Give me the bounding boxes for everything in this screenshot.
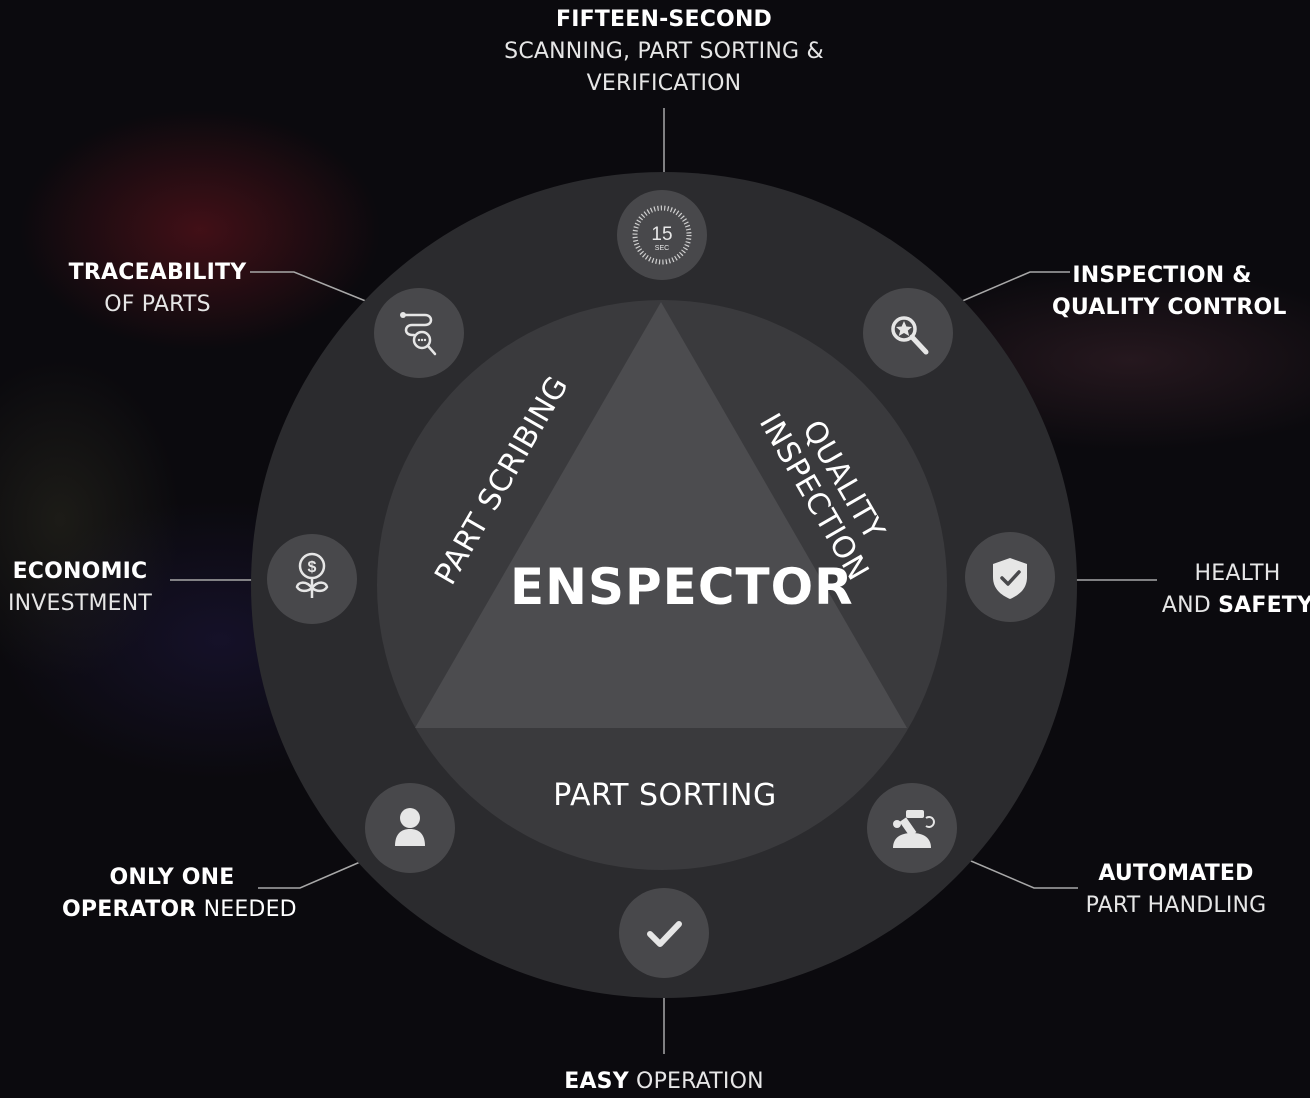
label-operator: ONLY ONE OPERATOR NEEDED xyxy=(62,862,297,926)
fifteen-line3: VERIFICATION xyxy=(586,71,742,96)
label-inspection: INSPECTION & QUALITY CONTROL xyxy=(1052,260,1287,324)
operator-line2-rest: NEEDED xyxy=(196,897,297,922)
operator-line2: OPERATOR NEEDED xyxy=(62,894,297,926)
timer-sub-text: SEC xyxy=(655,245,669,252)
node-circle-easy xyxy=(619,888,709,978)
label-economic: ECONOMIC INVESTMENT xyxy=(0,556,160,620)
label-easy: EASY OPERATION xyxy=(514,1066,814,1098)
node-automated xyxy=(867,783,957,873)
economic-bold: ECONOMIC xyxy=(12,559,148,584)
traceability-line2: OF PARTS xyxy=(104,292,211,317)
automated-line2: PART HANDLING xyxy=(1085,893,1267,918)
person-icon xyxy=(395,808,425,846)
connector-operator xyxy=(258,855,375,889)
node-operator xyxy=(365,783,455,873)
connector-inspection xyxy=(945,271,1070,309)
easy-bold: EASY xyxy=(564,1069,629,1094)
part-sorting-label: PART SORTING xyxy=(553,778,777,813)
fifteen-line2: SCANNING, PART SORTING & xyxy=(504,39,824,64)
node-traceability xyxy=(374,288,464,378)
robot-arm-icon xyxy=(893,810,935,848)
diagram-title: ENSPECTOR xyxy=(510,558,854,616)
node-fifteen: 15 SEC xyxy=(617,190,707,280)
inspection-line2: QUALITY CONTROL xyxy=(1052,295,1287,320)
magnifier-star-icon xyxy=(891,316,929,355)
health-line2-prefix: AND xyxy=(1161,593,1219,618)
checkmark-icon xyxy=(647,921,682,947)
traceability-bold: TRACEABILITY xyxy=(68,260,247,285)
health-line1: HEALTH xyxy=(1194,561,1281,586)
svg-text:$: $ xyxy=(308,559,317,576)
connector-traceability xyxy=(250,271,379,307)
timer-main-text: 15 xyxy=(651,224,672,245)
node-economic: $ xyxy=(267,534,357,624)
health-line2-bold: SAFETY xyxy=(1218,593,1310,618)
center-triangle xyxy=(415,302,907,728)
health-line2: AND SAFETY xyxy=(1160,590,1310,622)
fifteen-bold: FIFTEEN-SECOND xyxy=(555,7,773,32)
node-circle-fifteen xyxy=(617,190,707,280)
node-easy xyxy=(619,888,709,978)
economic-line2: INVESTMENT xyxy=(7,591,153,616)
inspection-line1: INSPECTION & xyxy=(1072,263,1252,288)
easy-rest: OPERATION xyxy=(628,1069,764,1094)
label-fifteen-second: FIFTEEN-SECOND SCANNING, PART SORTING & … xyxy=(464,4,864,100)
connector-automated xyxy=(949,851,1078,889)
label-traceability: TRACEABILITY OF PARTS xyxy=(60,257,255,321)
node-inspection xyxy=(863,288,953,378)
money-plant-icon: $ xyxy=(295,552,329,598)
label-automated: AUTOMATED PART HANDLING xyxy=(1076,858,1276,922)
shield-check-icon xyxy=(993,558,1027,599)
label-health: HEALTH AND SAFETY xyxy=(1160,558,1310,622)
operator-line2-bold: OPERATOR xyxy=(62,897,197,922)
node-health xyxy=(965,532,1055,622)
timer-15-sec-icon: 15 SEC xyxy=(632,205,692,265)
automated-bold: AUTOMATED xyxy=(1098,861,1254,886)
route-search-icon xyxy=(400,312,437,356)
operator-line1: ONLY ONE xyxy=(109,865,235,890)
